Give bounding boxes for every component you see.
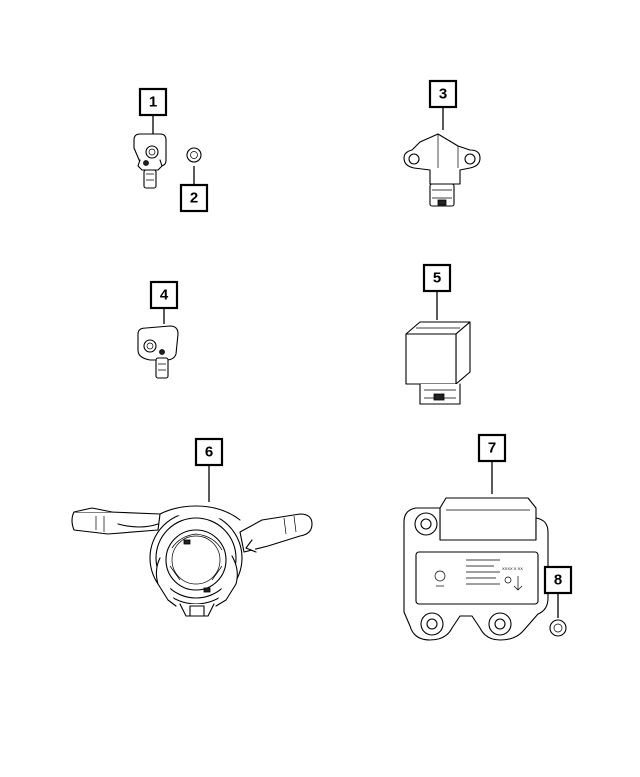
part-5-control-module[interactable] <box>405 321 471 405</box>
callout-8-label: 8 <box>554 572 562 589</box>
callout-3[interactable]: 3 <box>428 79 458 109</box>
part-1-impact-sensor[interactable] <box>133 133 167 189</box>
module-marking: XXXX X XX <box>502 566 523 571</box>
callout-8[interactable]: 8 <box>543 565 573 595</box>
callout-4-label: 4 <box>160 287 169 304</box>
part-2-nut[interactable] <box>186 147 202 163</box>
callout-6[interactable]: 6 <box>194 437 224 467</box>
callout-5-label: 5 <box>433 270 441 287</box>
callout-6-label: 6 <box>205 444 213 461</box>
callout-7[interactable]: 7 <box>477 433 507 463</box>
part-7-restraint-module[interactable]: XXXX X XX <box>403 497 549 641</box>
callout-3-label: 3 <box>439 86 447 103</box>
part-6-clockspring-switch[interactable] <box>71 505 313 617</box>
callout-2[interactable]: 2 <box>179 183 209 213</box>
callout-7-label: 7 <box>488 440 496 457</box>
callout-1-label: 1 <box>149 94 157 111</box>
part-4-impact-sensor[interactable] <box>137 325 179 379</box>
callout-4[interactable]: 4 <box>149 280 179 310</box>
callout-1[interactable]: 1 <box>138 87 168 117</box>
callout-2-label: 2 <box>190 190 198 207</box>
callout-5[interactable]: 5 <box>422 263 452 293</box>
part-3-sensor[interactable] <box>403 133 481 207</box>
part-8-nut[interactable] <box>549 619 567 637</box>
